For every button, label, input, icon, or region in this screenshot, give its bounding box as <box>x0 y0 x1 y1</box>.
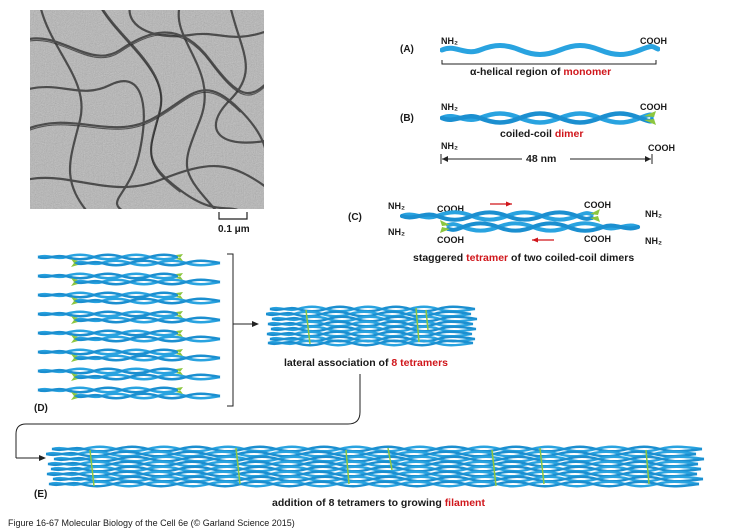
electron-micrograph <box>30 10 264 209</box>
bracket-arrow <box>227 253 259 407</box>
panel-b-letter: (B) <box>400 113 414 124</box>
coiled-coil-dimer <box>440 111 656 125</box>
panel-c-letter: (C) <box>348 212 362 223</box>
panel-a-caption: α-helical region of monomer <box>470 66 612 78</box>
staggered-tetramer <box>400 201 640 243</box>
scale-bar <box>218 212 248 220</box>
panel-a-cooh: COOH <box>640 36 667 46</box>
scale-bar-label: 0.1 μm <box>218 224 250 235</box>
panel-e-caption: addition of 8 tetramers to growing filam… <box>272 497 485 509</box>
panel-c-cooh-bottom-left: COOH <box>437 235 464 245</box>
panel-c-cooh-bottom-right: COOH <box>584 234 611 244</box>
panel-d-letter: (D) <box>34 403 48 414</box>
panel-c-caption: staggered tetramer of two coiled-coil di… <box>413 252 635 264</box>
figure-credit: Figure 16-67 Molecular Biology of the Ce… <box>8 518 295 528</box>
panel-b-length-label: 48 nm <box>526 153 557 165</box>
panel-c-nh2-top-right: NH₂ <box>645 209 662 219</box>
panel-b-caption: coiled-coil dimer <box>500 128 584 140</box>
panel-a-letter: (A) <box>400 44 414 55</box>
panel-c-nh2-top-left: NH₂ <box>388 201 405 211</box>
growing-filament <box>46 445 706 488</box>
panel-b-nh2-2: NH₂ <box>441 141 458 151</box>
panel-b-nh2: NH₂ <box>441 102 458 112</box>
panel-c-cooh-top-left: COOH <box>437 204 464 214</box>
panel-b-cooh-2: COOH <box>648 143 675 153</box>
panel-b-cooh: COOH <box>640 102 667 112</box>
panel-e-letter: (E) <box>34 489 48 500</box>
length-arrow <box>440 154 653 164</box>
monomer-helix <box>440 43 660 65</box>
connector-arrow <box>15 374 361 461</box>
panel-c-cooh-top-right: COOH <box>584 200 611 210</box>
tetramer-bundle <box>266 305 478 347</box>
panel-c-nh2-bottom-right: NH₂ <box>645 236 662 246</box>
panel-a-nh2: NH₂ <box>441 36 458 46</box>
panel-c-nh2-bottom-left: NH₂ <box>388 227 405 237</box>
panel-d-caption: lateral association of 8 tetramers <box>284 357 448 369</box>
